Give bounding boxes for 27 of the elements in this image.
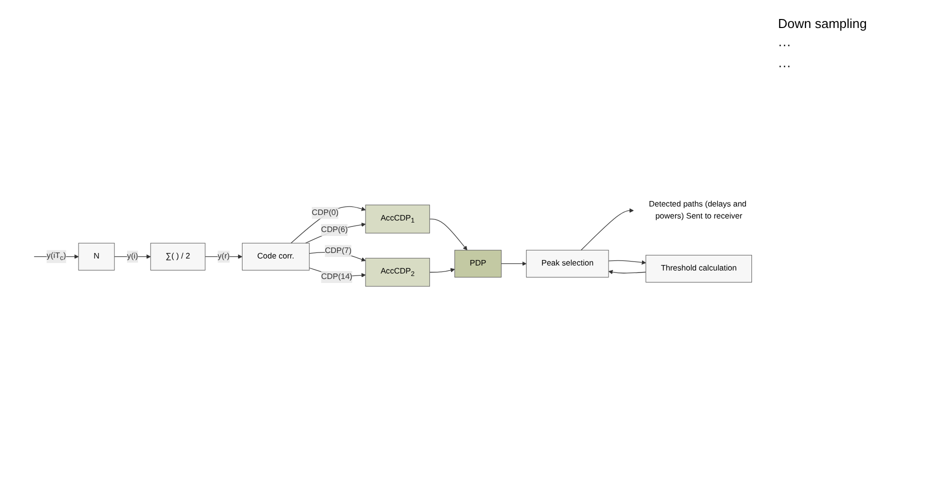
node-box: N xyxy=(78,242,115,270)
ellipsis-label: ··· xyxy=(778,58,792,73)
edge-label: CDP(0) xyxy=(312,208,339,217)
arrow xyxy=(429,268,455,272)
arrow xyxy=(290,206,366,244)
edge-label: y(i) xyxy=(126,252,138,261)
node-box: AccCDP$_{1}$ xyxy=(365,204,430,234)
arrow xyxy=(580,208,634,250)
edge-label: y(iT$_{c}$) xyxy=(46,251,66,262)
arrow xyxy=(500,261,527,266)
arrow xyxy=(608,260,646,264)
node-text: Detected paths (delays and powers) Sent to receiver xyxy=(648,200,747,220)
ellipsis-label: ··· xyxy=(778,37,792,52)
edge-label: y(r) xyxy=(218,252,230,261)
block-caption: Down sampling xyxy=(778,16,868,31)
arrow xyxy=(305,222,366,244)
node-box: ∑( ) / 2 xyxy=(150,242,206,270)
edge-label: CDP(6) xyxy=(321,225,348,234)
edge-label: CDP(14) xyxy=(321,272,352,281)
node-box: Peak selection xyxy=(526,250,609,278)
node-box: PDP xyxy=(454,250,502,278)
node-box: Code corr. xyxy=(242,242,310,270)
arrow xyxy=(608,270,646,274)
node-box: Threshold calculation xyxy=(646,254,752,282)
arrow xyxy=(429,218,468,250)
node-box: AccCDP$_{2}$ xyxy=(365,258,430,286)
edge-label: CDP(7) xyxy=(324,246,352,255)
